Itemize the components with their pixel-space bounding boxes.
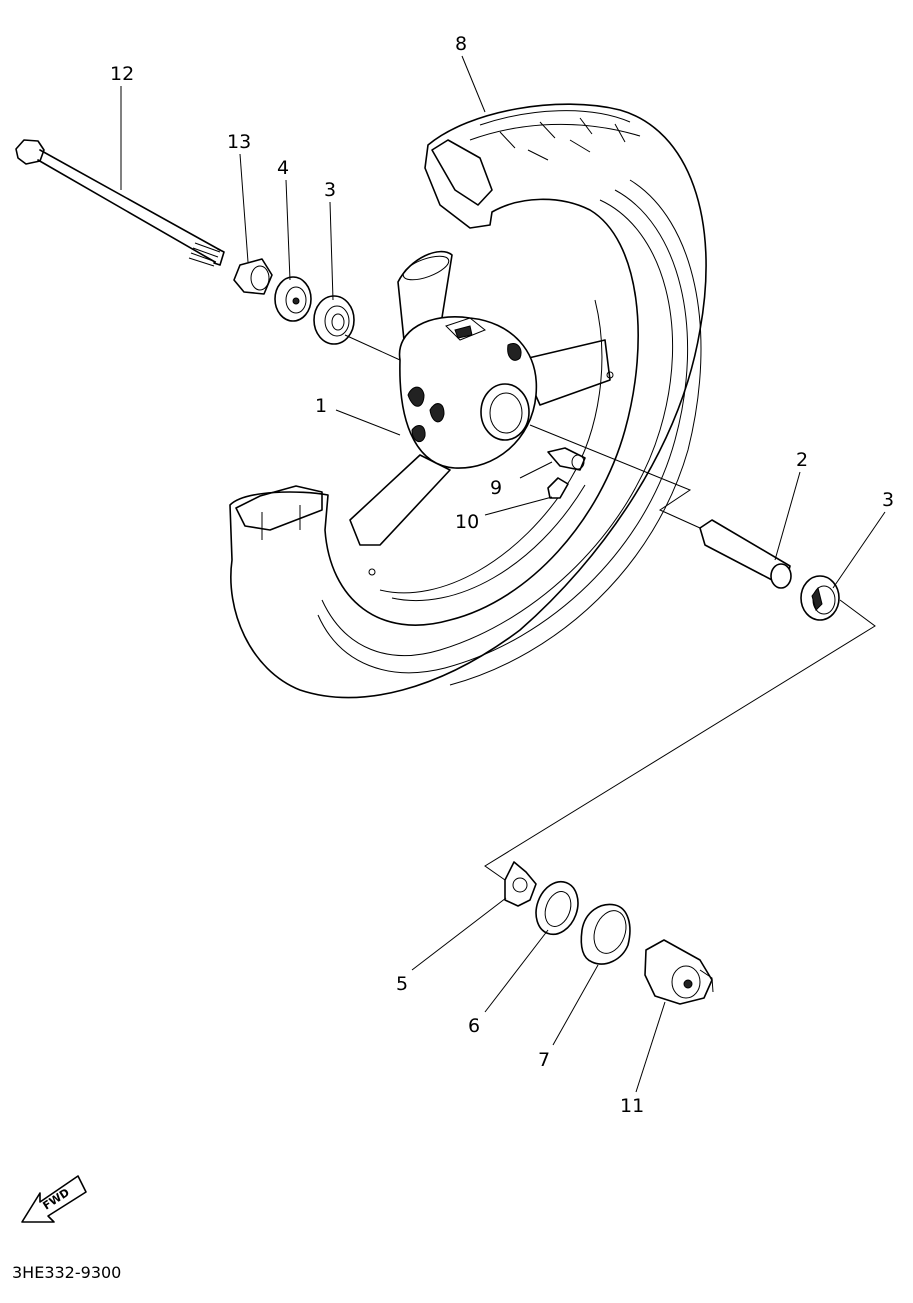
callout-9: 9: [490, 477, 502, 499]
callout-6: 6: [468, 1015, 480, 1037]
callout-3a: 3: [324, 179, 336, 201]
callout-11: 11: [620, 1095, 644, 1117]
callout-labels: 12 13 4 3 8 1 9 10 2 3 5 6 7 11: [110, 33, 894, 1117]
part-circlip: [504, 861, 537, 907]
callout-5: 5: [396, 973, 408, 995]
callout-3b: 3: [882, 489, 894, 511]
part-tire: [229, 103, 707, 699]
part-oil-seal-right: [535, 880, 579, 936]
part-collar-right: [580, 903, 631, 965]
part-valve: [547, 447, 586, 499]
fwd-arrow-icon: FWD: [21, 1175, 87, 1223]
callout-1: 1: [315, 395, 327, 417]
callout-10: 10: [455, 511, 479, 533]
part-wheel-hub: [349, 250, 614, 602]
callout-13: 13: [227, 131, 251, 153]
part-bearing-right: [800, 575, 840, 621]
part-meter-gear: [644, 939, 714, 1005]
part-collar: [233, 258, 273, 295]
part-spacer: [699, 519, 792, 589]
diagram-code: 3HE332-9300: [12, 1263, 121, 1282]
fwd-label: FWD: [41, 1186, 72, 1213]
part-bearing-left: [313, 295, 355, 345]
callout-7: 7: [538, 1049, 550, 1071]
leader-lines: [120, 55, 886, 1093]
callout-8: 8: [455, 33, 467, 55]
callout-2: 2: [796, 449, 808, 471]
part-oil-seal: [274, 276, 312, 322]
part-axle: [15, 139, 225, 267]
callout-12: 12: [110, 63, 134, 85]
callout-4: 4: [277, 157, 289, 179]
